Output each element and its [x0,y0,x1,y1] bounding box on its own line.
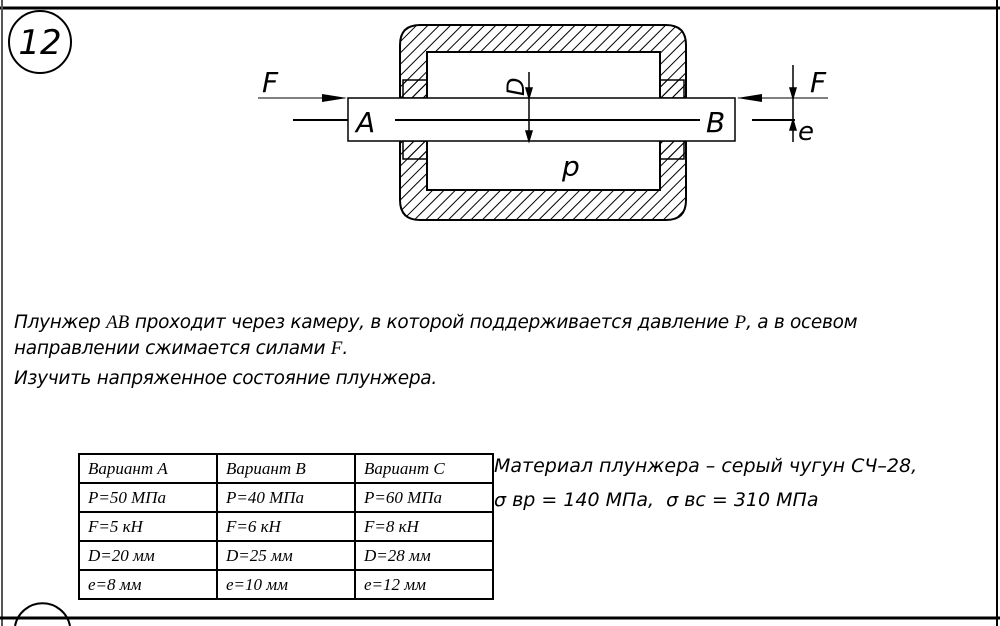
text: Плунжер [14,312,107,333]
table-cell: e=8 мм [78,569,218,600]
eccentricity-dimension [788,65,798,142]
problem-number-circle [8,10,72,74]
text: , а в осевом [746,312,858,333]
table-row: P=50 МПа P=40 МПа P=60 МПа [78,482,494,513]
tensile-strength: σ вр = 140 МПа, [494,489,655,511]
table-row: F=5 кН F=6 кН F=8 кН [78,511,494,542]
table-header-row: Вариант A Вариант B Вариант C [78,453,494,484]
force-label-right: F [810,66,827,99]
description-line-2: направлении сжимается силами F. [14,338,348,360]
table-cell: D=25 мм [216,540,356,571]
material-line: Материал плунжера – серый чугун СЧ–28, [494,455,918,477]
table-cell: e=10 мм [216,569,356,600]
table-cell: F=6 кН [216,511,356,542]
table-header: Вариант B [216,453,356,484]
description-line-1: Плунжер AB проходит через камеру, в кото… [14,312,858,334]
table-row: D=20 мм D=25 мм D=28 мм [78,540,494,571]
seal-bottom-right [659,140,685,160]
task-statement: Изучить напряженное состояние плунжера. [14,368,437,389]
diameter-label: D [502,78,530,96]
table-cell: P=40 МПа [216,482,356,513]
force-arrow-left [258,94,347,102]
compressive-strength: σ вс = 310 МПа [666,489,819,511]
table-header: Вариант C [354,453,494,484]
table-header: Вариант A [78,453,218,484]
force-label-left: F [262,66,279,99]
eccentricity-label: e [798,117,814,147]
symbol-p: P [734,312,747,333]
symbol-ab: AB [106,312,130,333]
point-a-label: A [354,106,375,139]
table-cell: D=28 мм [354,540,494,571]
seal-top-right [659,79,685,99]
table-cell: F=8 кН [354,511,494,542]
diameter-dimension [524,72,534,144]
pressure-label: p [561,150,580,183]
table-row: e=8 мм e=10 мм e=12 мм [78,569,494,600]
symbol-f: F [330,338,343,359]
table-cell: P=60 МПа [354,482,494,513]
text: направлении сжимается силами [14,338,331,359]
seal-bottom-left [402,140,428,160]
table-cell: F=5 кН [78,511,218,542]
variants-table: Вариант A Вариант B Вариант C P=50 МПа P… [78,453,494,600]
text: . [342,338,348,359]
table-cell: e=12 мм [354,569,494,600]
strength-line: σ вр = 140 МПа, σ вс = 310 МПа [494,489,818,511]
point-b-label: B [706,106,725,139]
text: проходит через камеру, в которой поддерж… [129,312,735,333]
problem-number: 12 [18,23,61,63]
force-arrow-right [737,94,828,102]
table-cell: D=20 мм [78,540,218,571]
table-cell: P=50 МПа [78,482,218,513]
seal-top-left [402,79,428,99]
